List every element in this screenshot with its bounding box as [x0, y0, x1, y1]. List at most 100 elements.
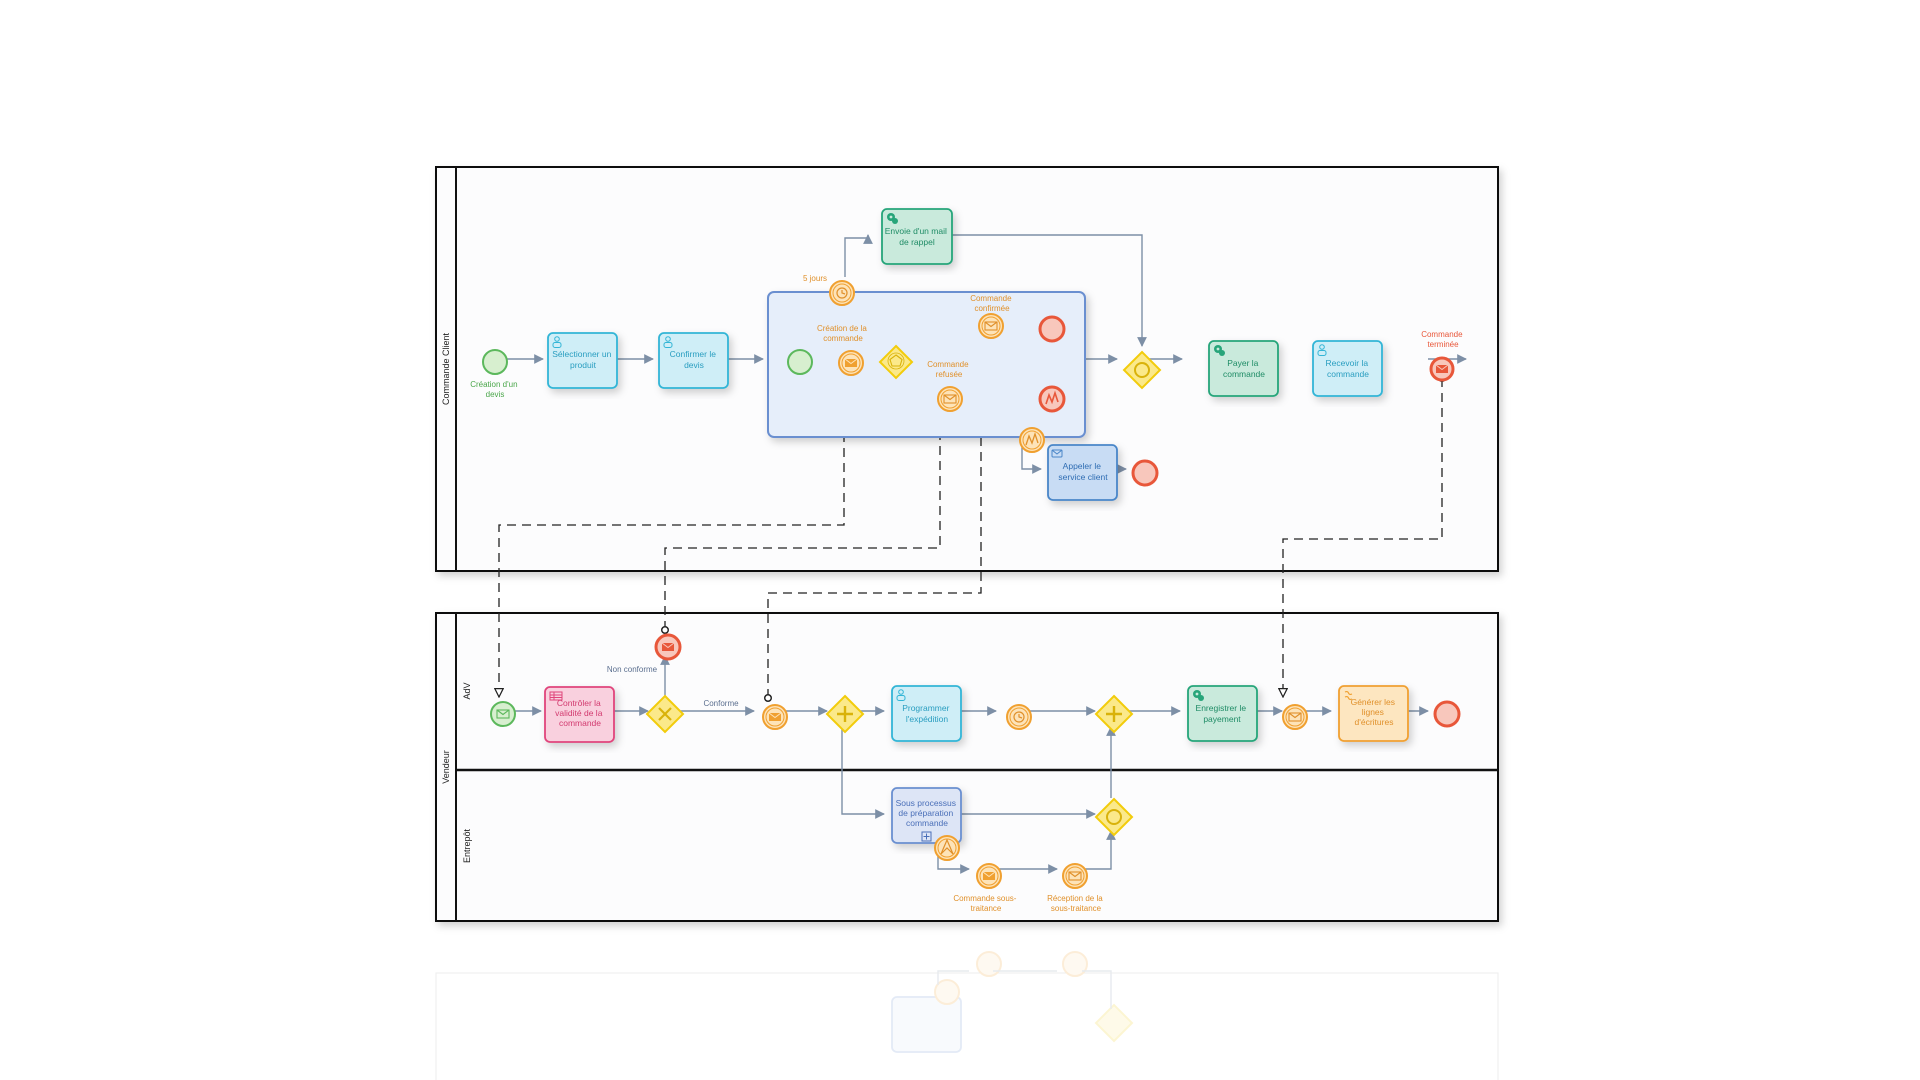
task-label: commande	[1327, 369, 1369, 379]
event-label: commande	[823, 334, 863, 343]
lane-label-entrepot: Entrepôt	[462, 828, 472, 863]
message-event-order-created[interactable]: Création de la commande	[817, 324, 869, 376]
envelope-icon	[661, 642, 675, 651]
service-gear-icon	[1214, 345, 1225, 356]
inclusive-gateway-entrepot[interactable]	[1094, 797, 1134, 837]
task-schedule-shipping[interactable]: Programmer l'expédition	[891, 685, 962, 742]
message-event-conforme[interactable]	[762, 704, 788, 730]
collapsed-plus-icon[interactable]	[921, 831, 932, 842]
envelope-icon	[844, 358, 858, 367]
event-label: Création d'un	[470, 380, 517, 389]
task-label: l'expédition	[906, 714, 949, 724]
start-event-message-adv[interactable]	[490, 701, 516, 727]
plus-icon	[837, 706, 853, 722]
message-event-subcontract-receipt[interactable]: Réception de la sous-traitance	[1047, 863, 1105, 913]
task-prep-subprocess[interactable]: Sous processus de préparation commande	[891, 787, 962, 844]
message-event-subcontract-order[interactable]: Commande sous- traitance	[953, 863, 1018, 913]
message-flows	[499, 339, 1442, 698]
svg-text:Générer les lignes: Générer les lignes d'écritures	[1351, 697, 1398, 727]
business-rule-icon	[549, 691, 563, 701]
task-label: de rappel	[899, 237, 935, 247]
lane-label-adv: AdV	[462, 682, 472, 699]
event-label: Commande sous-	[953, 894, 1016, 903]
error-boundary-event[interactable]	[1019, 427, 1045, 453]
start-event-subprocess[interactable]	[787, 349, 813, 375]
task-select-product[interactable]: Sélectionner un produit	[547, 332, 618, 389]
svg-text:Recevoir la commande: Recevoir la commande	[1326, 358, 1371, 379]
flow-label-conforme: Conforme	[703, 699, 739, 708]
flow	[1082, 830, 1116, 870]
task-label: commande	[559, 718, 601, 728]
pool-label-commande-client: Commande Client	[441, 332, 451, 405]
diagram-reflection	[435, 951, 1499, 1080]
event-label: devis	[486, 390, 505, 399]
parallel-gateway-join[interactable]	[1094, 694, 1134, 734]
event-label: 5 jours	[803, 274, 827, 283]
escalation-icon	[940, 838, 954, 855]
end-event-non-conforme[interactable]	[654, 633, 682, 661]
task-label: Sous processus	[896, 798, 956, 808]
task-label: commande	[1223, 369, 1265, 379]
escalation-boundary-event[interactable]	[934, 835, 960, 861]
service-gear-icon	[887, 213, 898, 224]
task-label: Sélectionner un	[552, 349, 611, 359]
user-icon	[896, 689, 906, 701]
event-based-gateway[interactable]	[878, 344, 914, 380]
end-event-call-service[interactable]	[1131, 459, 1159, 487]
svg-text:Enregistrer le payement: Enregistrer le payement	[1196, 703, 1249, 724]
error-bolt-icon	[1045, 390, 1059, 405]
message-flow	[768, 339, 981, 698]
task-record-payment[interactable]: Enregistrer le payement	[1187, 685, 1258, 742]
pool-label-vendeur: Vendeur	[441, 750, 451, 784]
end-event-confirmed[interactable]	[1038, 315, 1066, 343]
task-label: Enregistrer le	[1196, 703, 1247, 713]
message-event-payment[interactable]	[1282, 704, 1308, 730]
expanded-subprocess[interactable]	[767, 291, 1086, 438]
task-label: de préparation	[898, 808, 953, 818]
exclusive-gateway[interactable]	[645, 694, 685, 734]
event-label: Commande	[1421, 330, 1463, 339]
task-label: validité de la	[555, 708, 603, 718]
svg-text:Sous processus de prépar: Sous processus de préparation commande	[896, 798, 959, 828]
user-icon	[552, 336, 562, 348]
event-label: Commande	[970, 294, 1012, 303]
svg-text:Création de la commande: Création de la commande	[817, 324, 869, 343]
task-label: Programmer	[902, 703, 949, 713]
end-event-adv[interactable]	[1433, 700, 1461, 728]
message-event-order-confirmed[interactable]: Commande confirmée	[970, 294, 1014, 339]
task-confirm-quote[interactable]: Confirmer le devis	[658, 332, 729, 389]
end-event-order-done[interactable]: Commande terminée	[1421, 330, 1465, 382]
timer-event-5-days[interactable]: 5 jours	[803, 274, 855, 306]
svg-text:Envoie d'un mail de rapp: Envoie d'un mail de rappel	[885, 226, 949, 247]
task-call-service[interactable]: Appeler le service client	[1047, 444, 1118, 501]
task-label: produit	[570, 360, 597, 370]
send-icon	[1051, 449, 1063, 458]
task-receive-order[interactable]: Recevoir la commande	[1312, 340, 1383, 397]
svg-text:Commande refusée: Commande refusée	[927, 360, 971, 379]
task-label: commande	[906, 818, 948, 828]
user-icon	[663, 336, 673, 348]
inclusive-gateway-client[interactable]	[1122, 350, 1162, 390]
svg-text:Appeler le service clien: Appeler le service client	[1058, 461, 1108, 482]
task-label: payement	[1203, 714, 1241, 724]
flow	[937, 855, 970, 874]
pool-vendeur[interactable]: Vendeur AdV Entrepôt	[435, 612, 1499, 922]
timer-event-adv[interactable]	[1006, 704, 1032, 730]
task-generate-entries[interactable]: Générer les lignes d'écritures	[1338, 685, 1409, 742]
task-label: service client	[1058, 472, 1108, 482]
task-pay-order[interactable]: Payer la commande	[1208, 340, 1279, 397]
service-gear-icon	[1193, 690, 1204, 701]
event-label: Commande	[927, 360, 969, 369]
svg-text:Réception de la sous-tra: Réception de la sous-traitance	[1047, 894, 1105, 913]
message-flow	[1283, 378, 1442, 697]
message-event-order-refused[interactable]: Commande refusée	[927, 360, 971, 412]
parallel-gateway-split[interactable]	[825, 694, 865, 734]
task-check-order[interactable]: Contrôler la validité de la commande	[544, 686, 615, 743]
end-event-error[interactable]	[1038, 385, 1066, 413]
task-label: Payer la	[1227, 358, 1258, 368]
start-event-quote[interactable]: Création d'un devis	[470, 349, 520, 399]
task-label: lignes	[1362, 707, 1384, 717]
task-reminder-mail[interactable]: Envoie d'un mail de rappel	[881, 208, 953, 265]
task-label: d'écritures	[1355, 717, 1394, 727]
